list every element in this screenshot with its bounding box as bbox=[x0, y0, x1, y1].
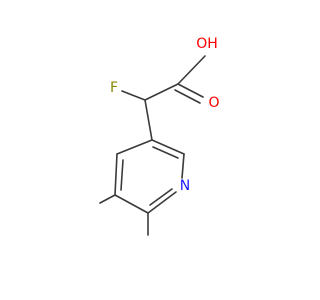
bond-carboxyl-o-1 bbox=[177, 83, 204, 98]
bond-ring-c6-c5-inner bbox=[152, 146, 179, 159]
bond-ring-c5-c4 bbox=[116, 139, 153, 155]
bond-ring-c2-n bbox=[147, 191, 177, 214]
bond-carboxyl-oh bbox=[177, 55, 206, 85]
bond-alpha-ring bbox=[144, 99, 153, 141]
atom-label-carbonyl-oxygen: O bbox=[208, 95, 219, 111]
atom-label-hydroxyl-oxygen: OH bbox=[196, 36, 218, 52]
atom-label-fluorine: F bbox=[110, 80, 118, 96]
bond-ring-c6-c5 bbox=[151, 139, 185, 155]
bond-methyl-c3 bbox=[99, 194, 116, 204]
bond-carboxyl-o-2 bbox=[174, 89, 201, 104]
atom-labels: OH O F N bbox=[110, 36, 220, 194]
bond-ring-n-c6 bbox=[181, 153, 185, 179]
bond-ring-c4-c3-inner bbox=[120, 159, 124, 191]
bond-alpha-fluorine bbox=[121, 90, 146, 101]
bond-ring-c3-c2 bbox=[114, 194, 149, 214]
bond-alpha-carboxyl bbox=[144, 83, 179, 101]
bonds bbox=[99, 55, 206, 236]
atom-label-nitrogen: N bbox=[180, 178, 190, 194]
structure-canvas: OH O F N bbox=[99, 36, 220, 236]
bond-ring-c2-n-inner bbox=[149, 188, 173, 206]
bond-ring-c4-c3 bbox=[114, 153, 118, 196]
molecule-diagram: OH O F N bbox=[99, 36, 220, 236]
